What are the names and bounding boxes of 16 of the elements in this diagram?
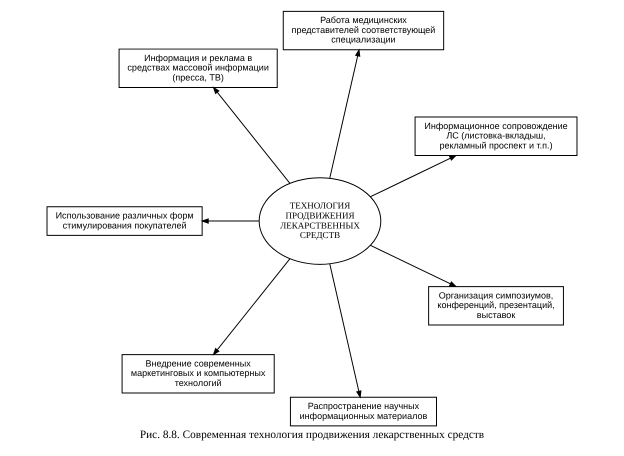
arrow (212, 86, 290, 184)
arrow (370, 244, 458, 288)
node-box: Организация симпозиумов, конференций, презентаций, выставок (428, 286, 564, 326)
arrow (200, 218, 260, 224)
arrow (329, 263, 362, 399)
node-box: Информационное сопровождение ЛС (листовка-вкладыш, рекламный проспект и т.п.) (414, 116, 578, 156)
node-box: Информация и реклама в средствах массовой информации (пресса, ТВ) (118, 48, 278, 88)
node-ellipse: ТЕХНОЛОГИЯ ПРОДВИЖЕНИЯ ЛЕКАРСТВЕННЫХ СРЕДСТВ (258, 177, 382, 265)
arrow (212, 258, 290, 356)
node-box: Распространение научных информационных материалов (290, 396, 437, 426)
arrow (370, 154, 458, 198)
node-box: Использование различных форм стимулирования покупателей (46, 206, 203, 236)
node-box: Внедрение современных маркетинговых и компьютерных технологий (122, 354, 275, 394)
node-box: Работа медицинских представителей соответствующей специализации (282, 10, 444, 50)
caption: Рис. 8.8. Современная технология продвижения лекарственных средств (140, 428, 484, 441)
arrow (329, 48, 360, 179)
